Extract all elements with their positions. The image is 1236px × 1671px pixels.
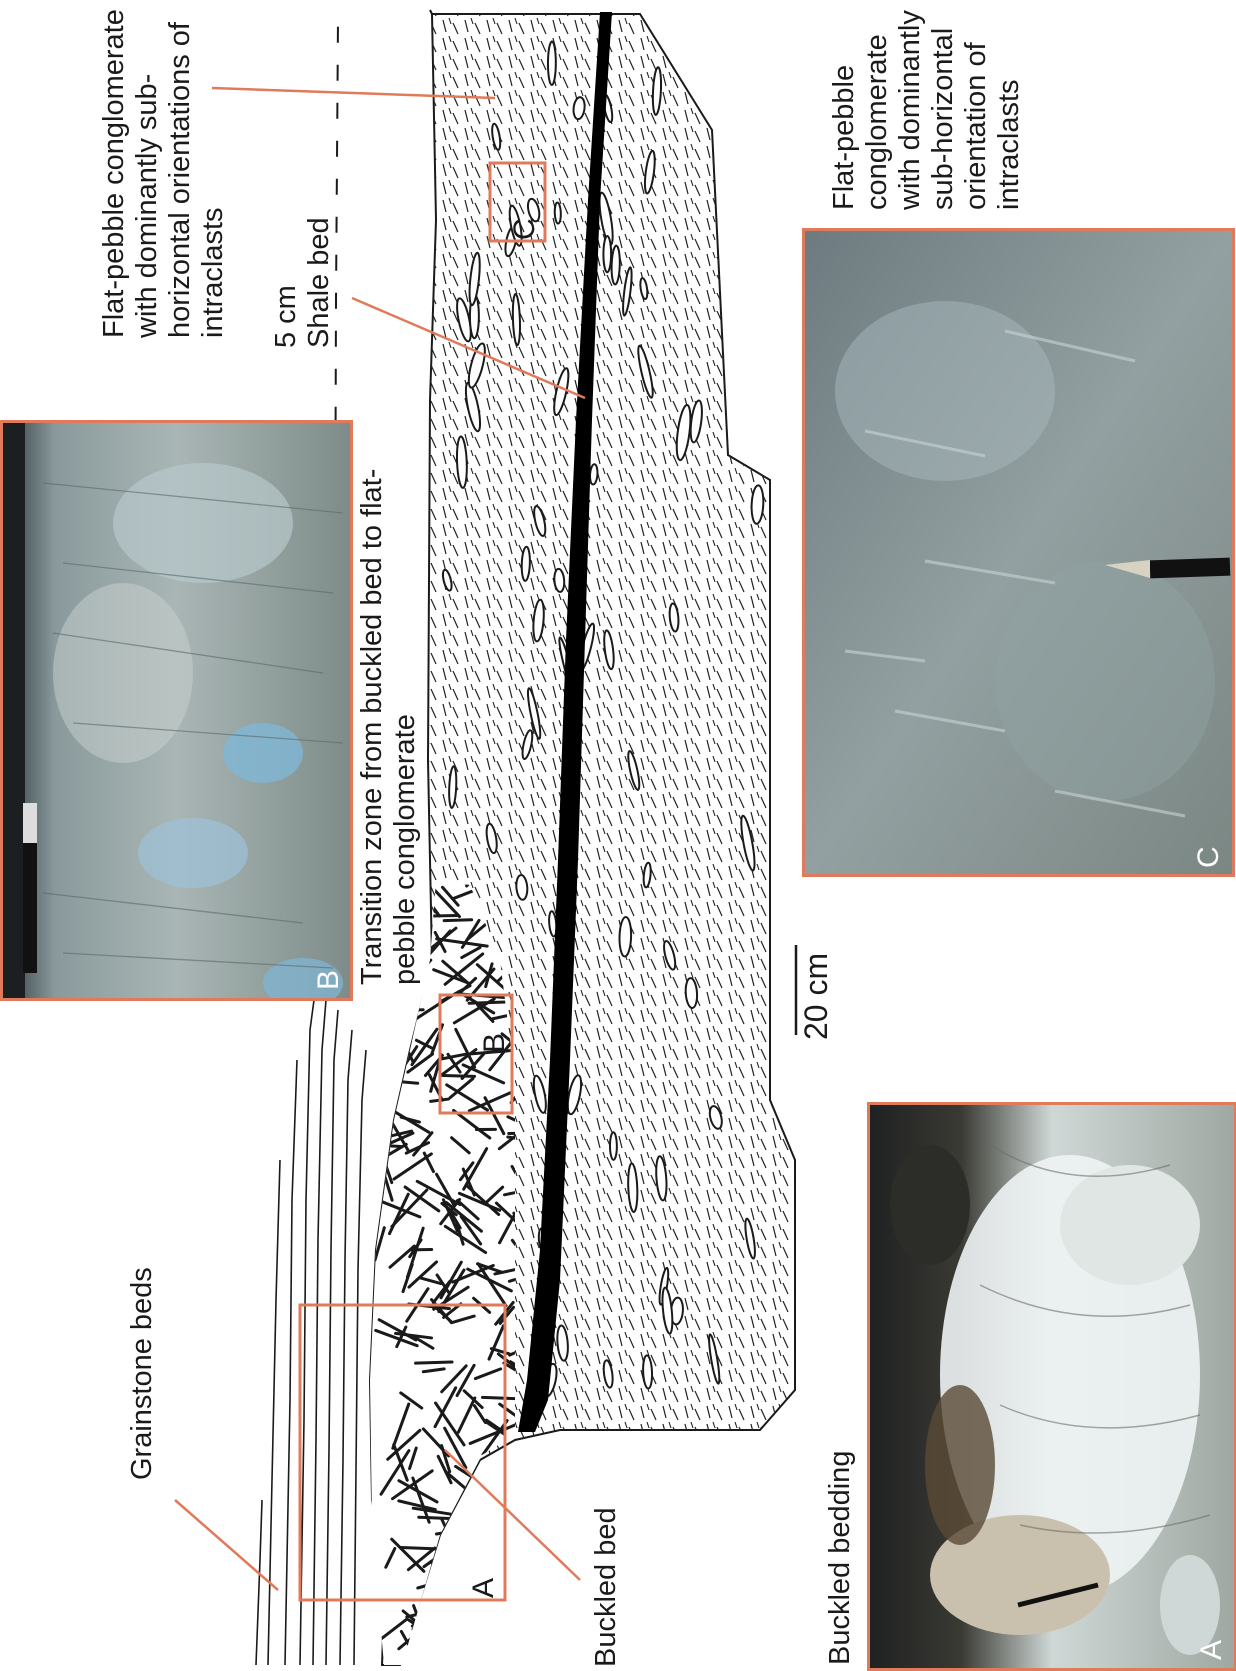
label-grainstone-beds: Grainstone beds	[126, 1267, 159, 1480]
buckled-clast	[511, 1558, 528, 1577]
buckled-clast	[378, 1000, 415, 1021]
buckled-clast	[470, 1605, 489, 1620]
buckled-clast	[505, 1551, 546, 1566]
label-shale-bed: 5 cm Shale bed	[270, 217, 336, 348]
buckled-clast	[439, 1624, 486, 1634]
flat-clast	[589, 464, 598, 485]
buckled-clast	[385, 1006, 406, 1011]
buckled-clast	[492, 1463, 532, 1473]
buckled-clast	[419, 1517, 453, 1518]
box-b-letter: B	[478, 1033, 511, 1053]
buckled-clast	[510, 1471, 548, 1503]
buckled-clast	[392, 1002, 404, 1028]
flat-clast	[611, 246, 620, 285]
buckled-clast	[435, 1581, 451, 1598]
buckled-clast	[451, 1652, 477, 1670]
buckled-clast	[428, 1599, 448, 1638]
box-a-letter: A	[467, 1578, 500, 1598]
buckled-clast	[396, 1010, 423, 1011]
photo-a	[867, 1102, 1236, 1671]
flat-clast	[642, 1355, 652, 1389]
buckled-clast	[512, 1623, 523, 1648]
photo-b-label: B	[312, 970, 346, 990]
buckled-clast	[482, 1397, 517, 1398]
buckled-clast	[443, 1075, 475, 1076]
buckled-clast	[491, 1618, 523, 1648]
buckled-clast	[439, 1557, 477, 1560]
buckled-clast	[444, 920, 471, 921]
flat-clast	[548, 41, 556, 85]
photo-c-label: C	[1192, 846, 1226, 868]
flat-clast	[554, 202, 561, 223]
photo-a-label: A	[1195, 1640, 1229, 1660]
buckled-clast	[442, 1603, 469, 1644]
buckled-clast	[450, 1538, 476, 1544]
buckled-clast	[378, 1086, 394, 1121]
label-transition-zone: Transition zone from buckled bed to flat…	[356, 469, 422, 985]
buckled-clast	[385, 1053, 408, 1054]
buckled-clast	[449, 1608, 469, 1616]
buckled-clast	[478, 1607, 490, 1622]
buckled-clast	[497, 1522, 520, 1543]
buckled-clast	[377, 1062, 397, 1072]
buckled-clast	[394, 1025, 410, 1054]
buckled-clast	[393, 1021, 412, 1061]
buckled-clast	[465, 1613, 485, 1620]
buckled-clast	[473, 1477, 507, 1478]
buckled-clast	[447, 1537, 462, 1586]
leader-buckled	[445, 1450, 580, 1580]
flat-clast	[610, 1132, 617, 1160]
label-flat-pebble-top: Flat-pebble conglomerate with dominantly…	[98, 9, 230, 338]
buckled-clast	[494, 1466, 512, 1499]
buckled-clast	[416, 1362, 452, 1363]
buckled-clast	[508, 1460, 527, 1470]
buckled-clast	[414, 1606, 428, 1643]
photo-b	[0, 420, 353, 1001]
buckled-clast	[389, 1009, 415, 1046]
flat-clast	[619, 917, 632, 957]
buckled-clast	[475, 1560, 503, 1572]
buckled-clast	[491, 1460, 527, 1463]
label-buckled-bedding: Buckled bedding	[824, 1451, 857, 1665]
photo-c	[802, 228, 1235, 877]
flat-clast	[603, 236, 611, 272]
grainstone-lines	[256, 1000, 366, 1665]
leader-grainstone	[175, 1500, 278, 1590]
buckled-clast	[378, 1145, 401, 1146]
buckled-clast	[467, 1542, 482, 1562]
label-scale-bar: 20 cm	[800, 953, 833, 1040]
buckled-clast	[467, 1558, 484, 1578]
label-flat-pebble-right: Flat-pebble conglomerate with dominantly…	[828, 10, 1026, 210]
buckled-clast	[442, 1519, 458, 1553]
label-buckled-bed: Buckled bed	[590, 1507, 623, 1667]
box-c-letter: C	[508, 218, 541, 240]
buckled-clast	[416, 1641, 422, 1658]
buckled-clast	[499, 1619, 511, 1647]
flat-clast	[521, 547, 530, 581]
buckled-clast	[377, 1106, 390, 1145]
buckled-clast	[401, 1547, 437, 1548]
buckled-clast	[431, 1562, 468, 1584]
